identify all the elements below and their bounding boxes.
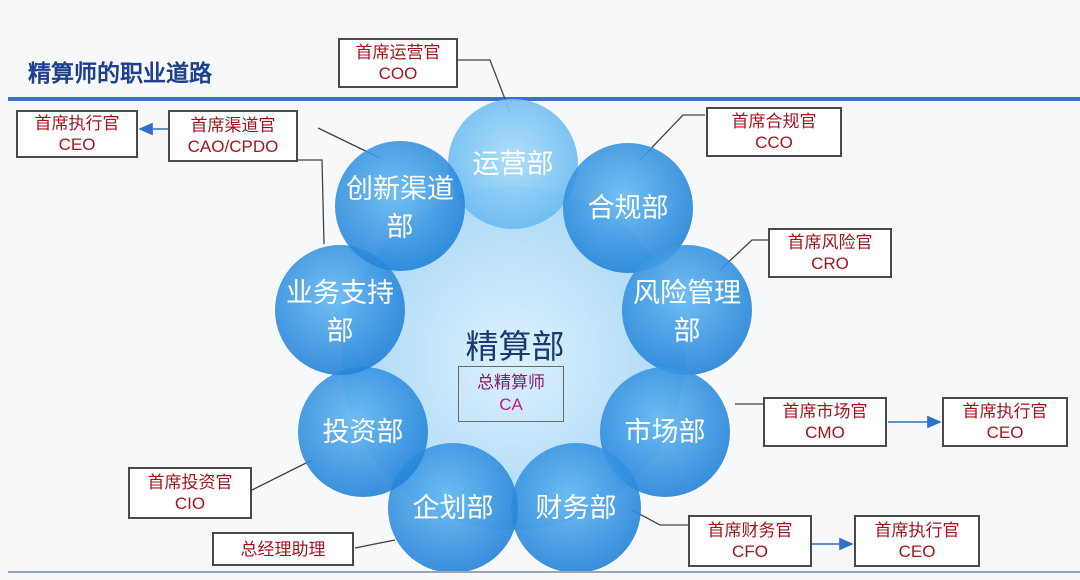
dept-circle-finance bbox=[511, 443, 641, 573]
role-cro-en: CRO bbox=[811, 254, 849, 273]
dept-label-risk: 风险管理 部 bbox=[622, 272, 752, 352]
role-cao-cn: 首席渠道官 bbox=[190, 116, 276, 135]
dept-circle-planning bbox=[388, 443, 518, 573]
dept-label-risk-line1: 风险管理 bbox=[633, 278, 741, 308]
dept-circle-business-support bbox=[275, 245, 405, 375]
connector-cro bbox=[719, 239, 768, 271]
role-cco-cn: 首席合规官 bbox=[731, 112, 817, 131]
role-cao-ceo-cn: 首席执行官 bbox=[34, 114, 120, 133]
dept-label-marketing-text: 市场部 bbox=[624, 417, 706, 447]
dept-circle-investment bbox=[298, 367, 428, 497]
connector-cao-support bbox=[298, 159, 325, 245]
dept-label-planning-text: 企划部 bbox=[412, 493, 494, 523]
role-box-cmo: 首席市场官 CMO bbox=[763, 397, 887, 447]
role-box-cro: 首席风险官 CRO bbox=[768, 228, 892, 278]
role-box-cio: 首席投资官 CIO bbox=[128, 467, 252, 519]
dept-label-operations: 运营部 bbox=[448, 134, 578, 194]
role-cao-ceo-en: CEO bbox=[58, 135, 96, 154]
role-cio-en: CIO bbox=[174, 494, 206, 513]
role-box-cco: 首席合规官 CCO bbox=[706, 107, 842, 157]
center-dept-label: 精算部 bbox=[465, 328, 565, 365]
dept-circle-marketing bbox=[600, 367, 730, 497]
role-cfo-ceo-en: CEO bbox=[898, 542, 936, 561]
role-cio-cn: 首席投资官 bbox=[147, 473, 233, 492]
role-box-cao-ceo: 首席执行官 CEO bbox=[16, 110, 138, 158]
dept-label-business-support-line1: 业务支持 bbox=[286, 278, 394, 308]
dept-label-finance: 财务部 bbox=[511, 478, 641, 538]
dept-circle-innovation-channel bbox=[335, 141, 465, 271]
chief-actuary-cn: 总精算师 bbox=[477, 373, 545, 392]
role-box-cmo-ceo: 首席执行官 CEO bbox=[942, 397, 1068, 447]
role-cmo-cn: 首席市场官 bbox=[782, 402, 868, 421]
dept-label-compliance: 合规部 bbox=[563, 178, 693, 238]
role-cco-en: CCO bbox=[755, 133, 793, 152]
dept-label-planning: 企划部 bbox=[388, 478, 518, 538]
connector-coo bbox=[457, 59, 511, 113]
dept-circle-operations bbox=[448, 99, 578, 229]
role-cfo-en: CFO bbox=[732, 542, 768, 561]
connector-cco bbox=[639, 114, 705, 161]
role-box-cao: 首席渠道官 CAO/CPDO bbox=[168, 110, 298, 162]
dept-label-investment: 投资部 bbox=[298, 402, 428, 462]
dept-label-compliance-text: 合规部 bbox=[587, 193, 669, 223]
role-box-coo: 首席运营官 COO bbox=[338, 38, 458, 88]
dept-label-innovation-channel-line2: 部 bbox=[386, 212, 414, 242]
role-cmo-en: CMO bbox=[805, 423, 845, 442]
role-box-gm-assistant: 总经理助理 bbox=[212, 532, 354, 566]
role-cao-en: CAO/CPDO bbox=[187, 137, 279, 156]
role-cro-cn: 首席风险官 bbox=[787, 233, 873, 252]
role-coo-cn: 首席运营官 bbox=[355, 43, 441, 62]
connector-gm-assistant bbox=[354, 539, 396, 549]
dept-label-innovation-channel: 创新渠道 部 bbox=[335, 168, 465, 248]
role-coo-en: COO bbox=[378, 64, 418, 83]
center-circle bbox=[341, 186, 685, 530]
dept-circle-compliance bbox=[563, 143, 693, 273]
dept-label-business-support-line2: 部 bbox=[326, 316, 354, 346]
role-cmo-ceo-cn: 首席执行官 bbox=[962, 402, 1048, 421]
dept-label-finance-text: 财务部 bbox=[535, 493, 617, 523]
dept-label-innovation-channel-line1: 创新渠道 bbox=[346, 174, 454, 204]
bottom-divider bbox=[8, 571, 1080, 573]
dept-label-risk-line2: 部 bbox=[673, 316, 701, 346]
role-cmo-ceo-en: CEO bbox=[986, 423, 1024, 442]
dept-label-operations-text: 运营部 bbox=[472, 149, 554, 179]
role-cfo-ceo-cn: 首席执行官 bbox=[874, 521, 960, 540]
page-title: 精算师的职业道路 bbox=[28, 60, 212, 86]
dept-label-marketing: 市场部 bbox=[600, 402, 730, 462]
chief-actuary-box: 总精算师 CA bbox=[458, 366, 564, 422]
dept-label-business-support: 业务支持 部 bbox=[275, 272, 405, 352]
chief-actuary-en: CA bbox=[499, 395, 523, 414]
dept-label-investment-text: 投资部 bbox=[322, 417, 404, 447]
role-cfo-cn: 首席财务官 bbox=[707, 521, 793, 540]
role-box-cfo: 首席财务官 CFO bbox=[688, 515, 812, 567]
role-box-cfo-ceo: 首席执行官 CEO bbox=[854, 515, 980, 567]
connector-cio bbox=[251, 459, 313, 491]
connector-cfo bbox=[631, 509, 688, 526]
dept-circle-risk bbox=[622, 245, 752, 375]
role-gm-assistant-cn: 总经理助理 bbox=[240, 539, 326, 559]
title-divider bbox=[8, 97, 1080, 101]
